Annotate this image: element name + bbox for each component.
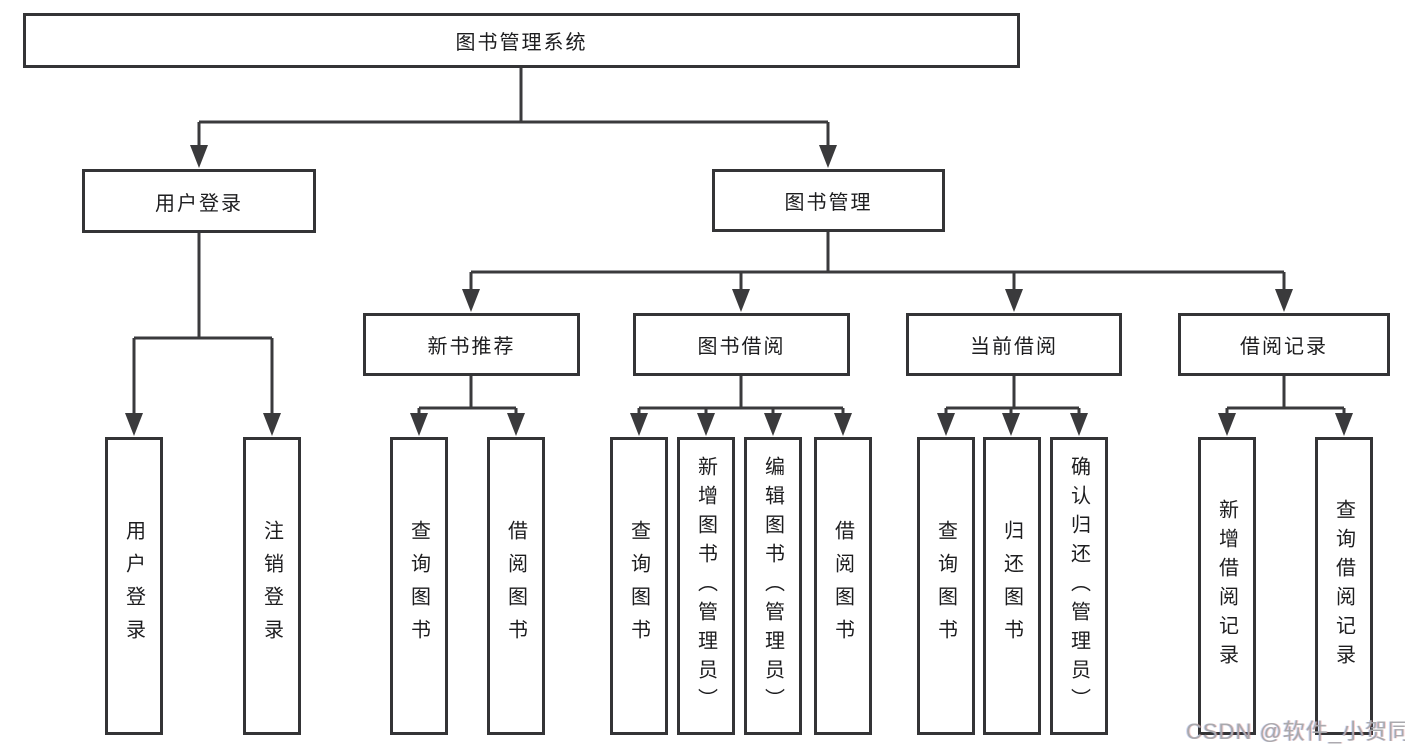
leaf-query-books-current-label: 查询图书 xyxy=(934,520,957,652)
leaf-edit-books-admin: 编辑图书（管理员） xyxy=(744,437,802,735)
leaf-return-books-label: 归还图书 xyxy=(1000,520,1023,652)
node-book-management: 图书管理 xyxy=(712,169,945,232)
node-borrowing-records: 借阅记录 xyxy=(1178,313,1390,376)
leaf-borrow-books-borrow: 借阅图书 xyxy=(814,437,872,735)
leaf-borrow-books-recommend-label: 借阅图书 xyxy=(504,520,527,652)
node-book-borrowing: 图书借阅 xyxy=(633,313,850,376)
leaf-add-borrow-record: 新增借阅记录 xyxy=(1198,437,1256,735)
leaf-logout: 注销登录 xyxy=(243,437,301,735)
leaf-return-books: 归还图书 xyxy=(983,437,1041,735)
leaf-query-borrow-record-label: 查询借阅记录 xyxy=(1332,499,1355,673)
csdn-watermark: CSDN @软件_小贺同学 xyxy=(1186,719,1405,744)
leaf-add-books-admin: 新增图书（管理员） xyxy=(677,437,735,735)
leaf-edit-books-admin-label: 编辑图书（管理员） xyxy=(761,455,784,717)
leaf-query-books-current: 查询图书 xyxy=(917,437,975,735)
leaf-confirm-return-admin: 确认归还（管理员） xyxy=(1050,437,1108,735)
node-user-login: 用户登录 xyxy=(82,169,316,233)
leaf-borrow-books-recommend: 借阅图书 xyxy=(487,437,545,735)
node-new-book-recommendation: 新书推荐 xyxy=(363,313,580,376)
leaf-confirm-return-admin-label: 确认归还（管理员） xyxy=(1067,455,1090,717)
node-current-borrowing: 当前借阅 xyxy=(906,313,1122,376)
leaf-query-books-borrow-label: 查询图书 xyxy=(627,520,650,652)
leaf-query-books-recommend: 查询图书 xyxy=(390,437,448,735)
node-library-system: 图书管理系统 xyxy=(23,13,1020,68)
leaf-user-login: 用户登录 xyxy=(105,437,163,735)
leaf-add-borrow-record-label: 新增借阅记录 xyxy=(1215,499,1238,673)
leaf-user-login-label: 用户登录 xyxy=(122,520,145,652)
arrowheads xyxy=(125,145,1353,436)
leaf-borrow-books-borrow-label: 借阅图书 xyxy=(831,520,854,652)
leaf-query-books-recommend-label: 查询图书 xyxy=(407,520,430,652)
leaf-logout-label: 注销登录 xyxy=(260,520,283,652)
leaf-query-borrow-record: 查询借阅记录 xyxy=(1315,437,1373,735)
leaf-add-books-admin-label: 新增图书（管理员） xyxy=(694,455,717,717)
leaf-query-books-borrow: 查询图书 xyxy=(610,437,668,735)
